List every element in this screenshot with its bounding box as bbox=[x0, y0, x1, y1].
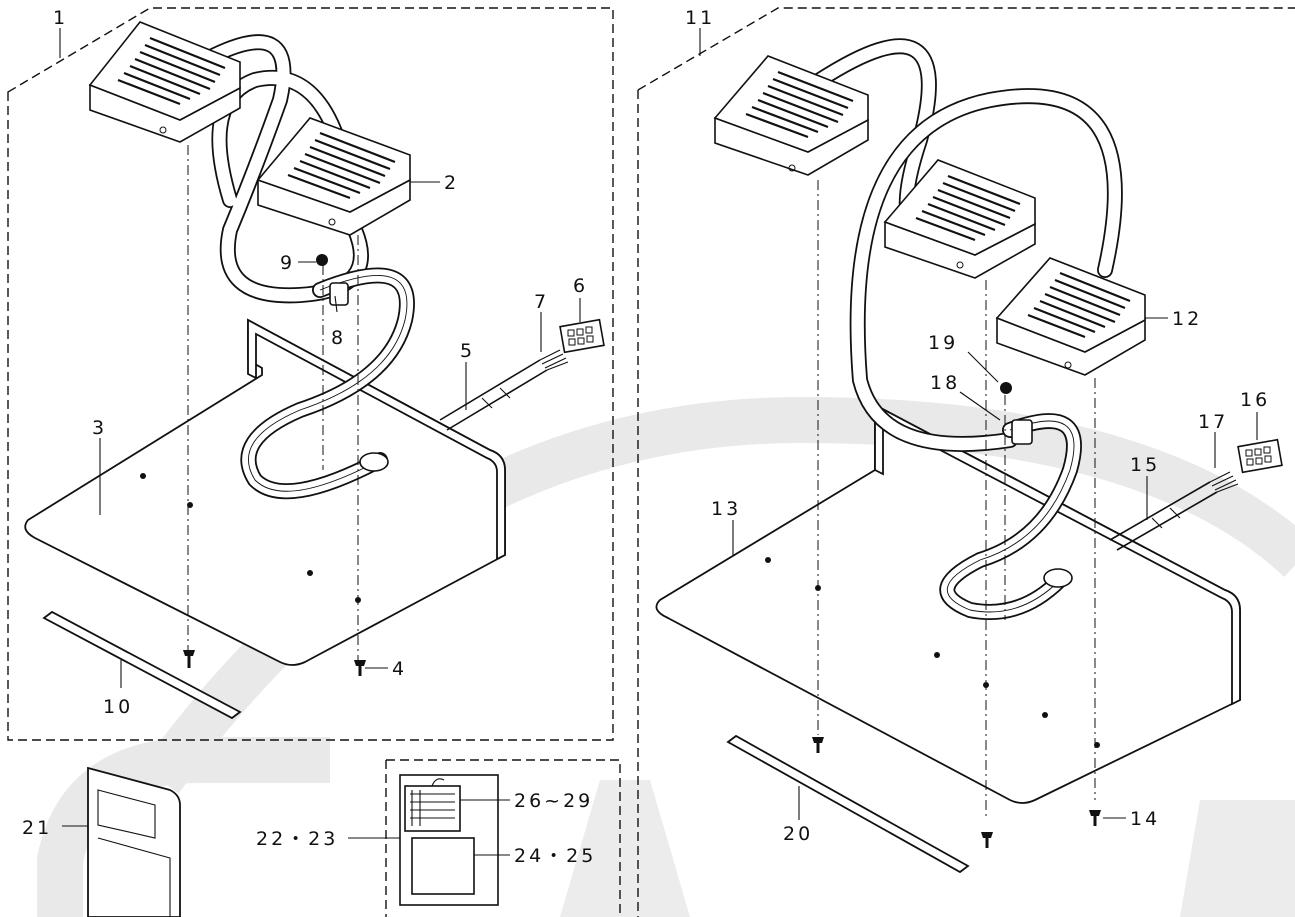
screw-right bbox=[812, 737, 1101, 848]
output-cable-right bbox=[1109, 438, 1283, 551]
cable-left bbox=[197, 34, 415, 500]
cable-right bbox=[812, 38, 1123, 620]
callout-2: 2 bbox=[444, 172, 459, 194]
pedal-right-middle bbox=[883, 159, 1036, 279]
callout-14: 14 bbox=[1130, 808, 1160, 830]
manual-kit-box bbox=[348, 759, 621, 917]
callout-12: 12 bbox=[1172, 308, 1202, 330]
callout-1: 1 bbox=[53, 7, 68, 29]
callout-6: 6 bbox=[573, 275, 588, 297]
callout-22-23: 22・23 bbox=[256, 828, 338, 850]
nut-9 bbox=[316, 254, 328, 266]
callout-4: 4 bbox=[392, 658, 407, 680]
assembly-left-outline bbox=[7, 7, 614, 741]
pedal-left-front bbox=[256, 117, 411, 236]
output-cable-left bbox=[439, 318, 605, 431]
screw-left bbox=[183, 650, 366, 676]
floppy-disk-21 bbox=[62, 766, 181, 917]
callout-9: 9 bbox=[280, 252, 295, 274]
callout-3: 3 bbox=[92, 417, 107, 439]
callout-21: 21 bbox=[22, 817, 52, 839]
callout-10: 10 bbox=[103, 696, 133, 718]
callout-15: 15 bbox=[1130, 454, 1160, 476]
callout-17: 17 bbox=[1198, 411, 1228, 433]
pedal-left-rear bbox=[88, 21, 241, 143]
callout-13: 13 bbox=[711, 498, 741, 520]
callout-19: 19 bbox=[928, 332, 958, 354]
callout-7: 7 bbox=[534, 291, 549, 313]
callout-26-29: 26~29 bbox=[514, 790, 593, 812]
callout-5: 5 bbox=[460, 340, 475, 362]
assembly-right-outline bbox=[637, 7, 1295, 917]
callout-8: 8 bbox=[331, 327, 346, 349]
pedal-right-front bbox=[995, 257, 1146, 376]
rubber-strip-right bbox=[726, 734, 970, 874]
callout-18: 18 bbox=[930, 372, 960, 394]
callout-11: 11 bbox=[685, 7, 715, 29]
leaders-right bbox=[699, 28, 1258, 820]
pedal-right-rear bbox=[713, 55, 869, 176]
callout-24-25: 24・25 bbox=[514, 845, 596, 867]
rubber-strip-left bbox=[42, 610, 242, 720]
alignment-lines-left bbox=[187, 145, 359, 660]
callout-20: 20 bbox=[783, 823, 813, 845]
leaders-left bbox=[59, 28, 581, 688]
nut-19 bbox=[1000, 382, 1012, 394]
callout-16: 16 bbox=[1240, 389, 1270, 411]
